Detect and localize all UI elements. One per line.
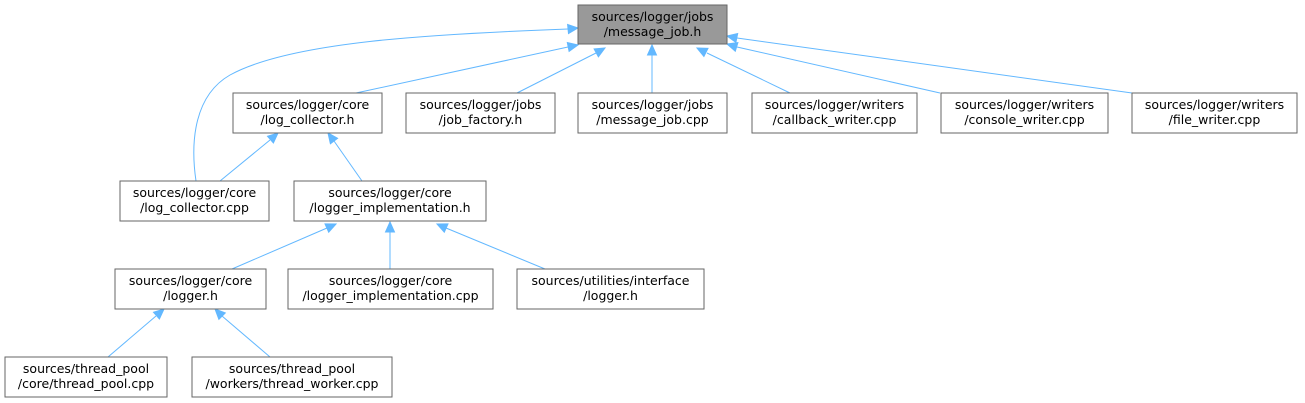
edge-log-collector-h-to-message-job-h: [355, 46, 569, 94]
node-log-collector-h[interactable]: sources/logger/core /log_collector.h: [232, 92, 383, 134]
edge-arrowhead: [327, 132, 339, 145]
node-label-line2: /console_writer.cpp: [964, 112, 1084, 127]
node-box: [119, 180, 270, 222]
edge-arrowhead: [266, 132, 279, 144]
edge-arrowhead: [384, 220, 396, 233]
node-label-line2: /callback_writer.cpp: [773, 112, 897, 127]
edges-layer: [107, 23, 1133, 358]
edge-arrowhead: [646, 43, 658, 56]
node-box: [751, 92, 918, 134]
node-label-line1: sources/logger/core: [246, 97, 370, 112]
node-label-line1: sources/logger/writers: [955, 97, 1094, 112]
edge-arrowhead: [725, 32, 739, 44]
nodes-layer: sources/logger/jobs /message_job.h sourc…: [4, 4, 1298, 398]
node-file-writer-cpp[interactable]: sources/logger/writers /file_writer.cpp: [1131, 92, 1298, 134]
node-message-job-cpp[interactable]: sources/logger/jobs /message_job.cpp: [577, 92, 728, 134]
node-logger-implementation-cpp[interactable]: sources/logger/core /logger_implementati…: [287, 268, 494, 310]
node-console-writer-cpp[interactable]: sources/logger/writers /console_writer.c…: [940, 92, 1109, 134]
node-box: [940, 92, 1109, 134]
node-label-line1: sources/logger/jobs: [592, 9, 714, 24]
edge-log-collector-cpp-to-log-collector-h: [219, 139, 271, 182]
edge-thread-worker-cpp-to-logger-h: [221, 315, 271, 358]
edge-arrowhead: [214, 308, 227, 321]
node-label-line2: /log_collector.h: [261, 112, 355, 127]
edge-job-factory-h-to-message-job-h: [516, 52, 597, 94]
node-box: [232, 92, 383, 134]
node-box: [293, 180, 487, 222]
node-box: [4, 356, 168, 398]
node-label-line2: /workers/thread_worker.cpp: [206, 376, 379, 391]
node-callback-writer-cpp[interactable]: sources/logger/writers /callback_writer.…: [751, 92, 918, 134]
node-job-factory-h[interactable]: sources/logger/jobs /job_factory.h: [405, 92, 556, 134]
edge-thread-pool-cpp-to-logger-h: [107, 315, 157, 358]
node-label-line1: sources/logger/core: [328, 185, 452, 200]
node-label-line1: sources/thread_pool: [23, 361, 149, 376]
node-box: [287, 268, 494, 310]
node-label-line1: sources/logger/jobs: [592, 97, 714, 112]
node-box: [516, 268, 705, 310]
edge-arrowhead: [435, 223, 449, 234]
node-label-line2: /message_job.cpp: [596, 112, 708, 127]
node-label-line1: sources/logger/core: [329, 273, 453, 288]
edge-callback-writer-cpp-to-message-job-h: [706, 52, 791, 94]
edge-arrowhead: [695, 47, 709, 58]
node-label-line2: /log_collector.cpp: [140, 200, 249, 215]
edge-log-collector-cpp-to-message-job-h: [193, 28, 569, 182]
node-label-line1: sources/logger/writers: [1145, 97, 1284, 112]
node-log-collector-cpp[interactable]: sources/logger/core /log_collector.cpp: [119, 180, 270, 222]
edge-arrowhead: [324, 223, 338, 234]
node-logger-implementation-h[interactable]: sources/logger/core /logger_implementati…: [293, 180, 487, 222]
node-box: [577, 92, 728, 134]
node-logger-h[interactable]: sources/logger/core /logger.h: [114, 268, 267, 310]
node-label-line1: sources/thread_pool: [229, 361, 355, 376]
edge-logger-h-to-logger-implementation-h: [231, 227, 328, 270]
edge-arrowhead: [725, 42, 739, 53]
edge-arrowhead: [152, 308, 165, 320]
node-box: [191, 356, 393, 398]
node-label-line1: sources/logger/writers: [765, 97, 904, 112]
node-box: [405, 92, 556, 134]
node-label-line2: /file_writer.cpp: [1169, 112, 1261, 127]
node-label-line1: sources/utilities/interface: [531, 273, 689, 288]
edge-logger-implementation-h-to-log-collector-h: [333, 140, 363, 182]
node-label-line2: /logger.h: [583, 288, 638, 303]
node-label-line2: /core/thread_pool.cpp: [18, 376, 154, 391]
node-label-line1: sources/logger/jobs: [420, 97, 542, 112]
edge-arrowhead: [567, 23, 580, 35]
node-thread-worker-cpp[interactable]: sources/thread_pool /workers/thread_work…: [191, 356, 393, 398]
node-label-line1: sources/logger/core: [133, 185, 257, 200]
edge-console-writer-cpp-to-message-job-h: [736, 46, 941, 94]
node-label-line2: /logger_implementation.h: [309, 200, 470, 215]
node-label-line2: /message_job.h: [604, 24, 702, 39]
node-box: [114, 268, 267, 310]
edge-arrowhead: [593, 47, 607, 58]
edge-file-writer-cpp-to-message-job-h: [736, 37, 1133, 94]
node-label-line2: /logger.h: [163, 288, 218, 303]
node-label-line1: sources/logger/core: [129, 273, 253, 288]
node-thread-pool-cpp[interactable]: sources/thread_pool /core/thread_pool.cp…: [4, 356, 168, 398]
node-label-line2: /job_factory.h: [439, 112, 523, 127]
node-box: [577, 4, 728, 45]
edge-arrowhead: [566, 41, 580, 53]
node-message-job-h[interactable]: sources/logger/jobs /message_job.h: [577, 4, 728, 45]
edge-interface-logger-h-to-logger-implementation-h: [445, 227, 546, 270]
node-interface-logger-h[interactable]: sources/utilities/interface /logger.h: [516, 268, 705, 310]
node-box: [1131, 92, 1298, 134]
node-label-line2: /logger_implementation.cpp: [302, 288, 478, 303]
